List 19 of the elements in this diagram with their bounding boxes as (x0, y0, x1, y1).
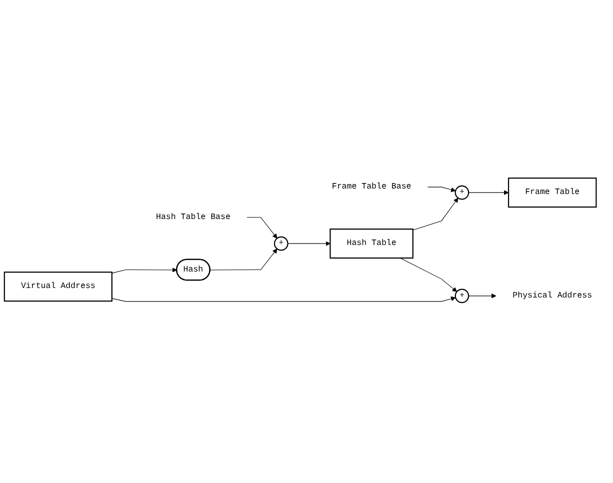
node-circle: + (274, 236, 288, 251)
node-circle: + (454, 288, 470, 304)
arrow (412, 198, 458, 230)
node-box: Frame Table (508, 178, 597, 208)
arrow (112, 296, 456, 302)
arrow (210, 248, 278, 270)
node-text: Frame Table Base (332, 182, 412, 192)
arrow (468, 294, 496, 298)
node-text: Physical Address (512, 290, 592, 300)
arrow (112, 268, 178, 274)
node-box: Virtual Address (4, 272, 112, 302)
node-text: Hash Table Base (156, 212, 230, 222)
arrow (287, 241, 330, 246)
arrow (468, 190, 509, 195)
arrow (428, 186, 456, 192)
arrow (400, 258, 458, 292)
arrow (246, 217, 278, 239)
node-circle: + (454, 185, 470, 200)
node-box: Hash Table (330, 228, 414, 259)
